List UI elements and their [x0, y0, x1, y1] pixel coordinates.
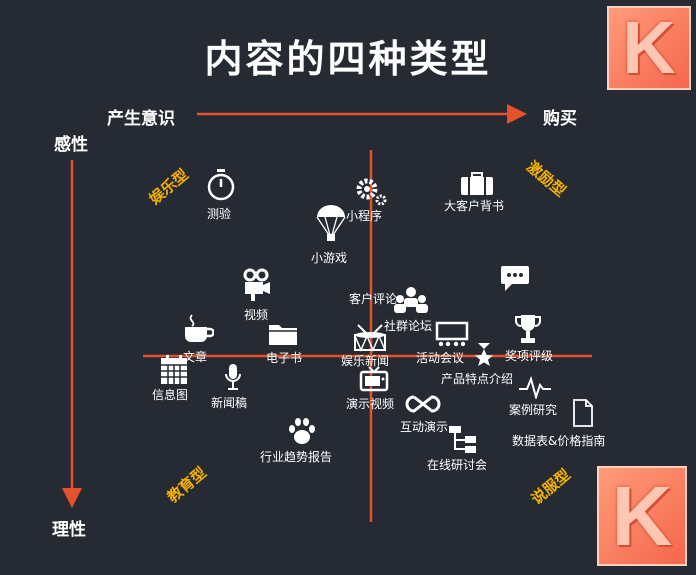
- axis-label-purchase: 购买: [543, 109, 577, 129]
- drum-icon: [354, 324, 386, 352]
- item-vip-endorsement: 大客户背书: [444, 199, 505, 213]
- briefcase-icon: [461, 172, 493, 195]
- item-customer-review: 客户评论: [349, 292, 398, 306]
- item-mini-game: 小游戏: [311, 251, 348, 265]
- brand-logo-letter: K: [622, 6, 676, 89]
- brand-logo-bottom: K: [597, 466, 687, 566]
- item-interactive-demo: 互动演示: [400, 420, 449, 434]
- gears-icon: [356, 178, 387, 206]
- item-video: 视频: [244, 308, 269, 322]
- flowchart-icon: [449, 426, 476, 453]
- item-community-forum: 社群论坛: [384, 319, 433, 333]
- brand-logo-letter: K: [611, 469, 673, 563]
- group-people-icon: [394, 287, 428, 313]
- item-case-study: 案例研究: [509, 403, 558, 417]
- item-industry-report: 行业趋势报告: [260, 450, 333, 464]
- pulse-line-icon: [519, 375, 551, 399]
- item-awards: 奖项评级: [505, 349, 554, 363]
- brand-logo-top: K: [607, 6, 691, 90]
- tv-icon: [359, 366, 389, 392]
- item-demo-video: 演示视频: [346, 397, 395, 411]
- folder-icon: [269, 325, 297, 345]
- item-article: 文章: [183, 350, 208, 364]
- document-icon: [573, 399, 593, 427]
- item-data-sheet: 数据表&价格指南: [512, 434, 606, 448]
- item-entertainment-news: 娱乐新闻: [341, 354, 390, 368]
- parachute-icon: [316, 205, 346, 241]
- item-quiz: 测验: [207, 207, 232, 221]
- item-infographic: 信息图: [152, 388, 189, 402]
- axis-label-awareness: 产生意识: [107, 109, 175, 129]
- item-event: 活动会议: [416, 351, 465, 365]
- item-product-feature: 产品特点介绍: [441, 372, 514, 386]
- infinity-link-icon: [405, 395, 441, 413]
- page-title: 内容的四种类型: [204, 37, 492, 81]
- medal-star-icon: [475, 343, 493, 366]
- item-ebook: 电子书: [266, 351, 303, 365]
- axis-label-rational: 理性: [52, 520, 86, 540]
- trophy-icon: [515, 315, 541, 343]
- item-webinar: 在线研讨会: [427, 458, 488, 472]
- film-camera-icon: [243, 268, 270, 301]
- presentation-board-icon: [435, 321, 469, 347]
- stopwatch-icon: [207, 169, 235, 201]
- axis-label-emotional: 感性: [54, 135, 88, 155]
- paw-print-icon: [289, 418, 315, 444]
- coffee-cup-icon: [185, 314, 214, 342]
- item-mini-program: 小程序: [346, 209, 383, 223]
- calendar-grid-icon: [161, 355, 187, 384]
- microphone-icon: [225, 364, 241, 390]
- chat-bubble-icon: [501, 266, 529, 291]
- item-press-release: 新闻稿: [211, 396, 248, 410]
